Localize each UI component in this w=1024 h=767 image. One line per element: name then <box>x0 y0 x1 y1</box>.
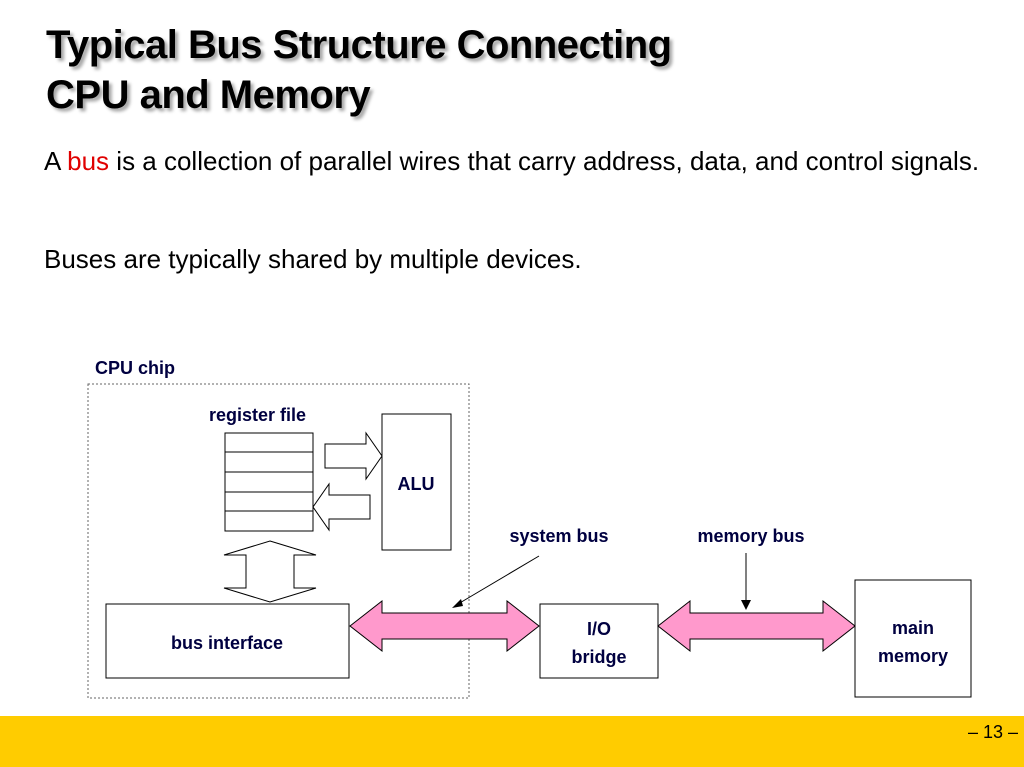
memory-bus-arrow <box>657 599 856 653</box>
title-line-2: CPU and Memory <box>46 73 371 117</box>
system-bus-label: system bus <box>509 526 608 546</box>
bus-interface-label: bus interface <box>171 633 283 653</box>
register-file <box>224 432 314 532</box>
alu-box <box>381 413 452 551</box>
alu-to-register-arrow <box>312 482 371 532</box>
memory-bus-pointer-head <box>741 600 751 610</box>
memory-bus-label: memory bus <box>697 526 804 546</box>
register-to-alu-arrow <box>324 431 383 481</box>
alu-label: ALU <box>398 474 435 494</box>
register-file-label: register file <box>209 405 306 425</box>
page-number: – 13 – <box>967 722 1018 742</box>
system-bus-pointer <box>457 555 540 605</box>
bullet-shared-devices: Buses are typically shared by multiple d… <box>44 244 582 274</box>
main-memory-line-1: main <box>892 618 934 638</box>
bus-interface-box <box>105 603 350 679</box>
bullet-bus-definition: A bus is a collection of parallel wires … <box>44 142 1016 180</box>
title-line-1: Typical Bus Structure Connecting <box>46 23 672 67</box>
bus-structure-diagram: CPU chip register file ALU bus interface… <box>87 358 972 699</box>
main-memory-line-2: memory <box>878 646 948 666</box>
io-bridge-line-2: bridge <box>571 647 626 667</box>
system-bus-arrow <box>349 599 540 653</box>
main-memory-box <box>854 579 972 698</box>
register-bus-interface-arrow <box>223 540 317 603</box>
system-bus-pointer-head <box>452 599 463 608</box>
bullet1-rest: is a collection of parallel wires that c… <box>109 146 980 176</box>
io-bridge-line-1: I/O <box>587 619 611 639</box>
bullet1-keyword: bus <box>67 146 110 176</box>
slide-title: Typical Bus Structure Connecting CPU and… <box>46 20 946 120</box>
cpu-chip-boundary <box>87 383 470 699</box>
bullet1-prefix: A <box>44 146 68 176</box>
io-bridge-box <box>539 603 659 679</box>
footer-bar: – 13 – <box>0 716 1024 767</box>
cpu-chip-label: CPU chip <box>95 358 175 378</box>
